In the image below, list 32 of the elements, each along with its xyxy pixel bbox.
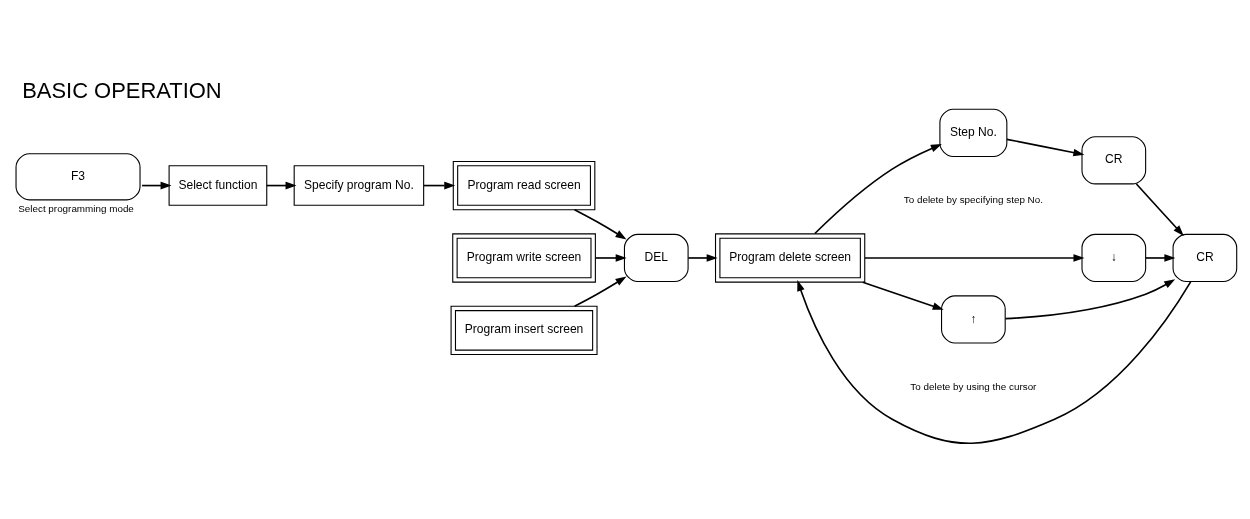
node-box: DEL <box>623 233 689 282</box>
arrow <box>1006 138 1085 156</box>
arrow <box>861 280 944 310</box>
diagram-title: BASIC OPERATION <box>22 77 222 103</box>
node-box: ↓ <box>1081 233 1147 282</box>
node-box: Program insert screen <box>450 305 598 355</box>
arrow <box>265 181 297 189</box>
label: To delete by specifying step No. <box>903 193 1043 205</box>
arrow <box>797 279 1192 444</box>
arrow <box>423 181 456 189</box>
arrow <box>573 276 627 307</box>
arrow <box>687 253 718 262</box>
arrow <box>1004 278 1176 319</box>
node-box: Program write screen <box>452 232 596 283</box>
arrow <box>141 181 172 189</box>
node-box: Program delete screen <box>714 232 866 283</box>
node-box: Step No. <box>939 108 1008 157</box>
arrow <box>594 253 627 262</box>
arrow <box>573 208 627 239</box>
node-box: F3 <box>15 152 141 200</box>
node-box: CR <box>1172 233 1238 282</box>
arrow <box>864 253 1085 262</box>
arrow <box>1135 182 1184 236</box>
arrow <box>1145 253 1176 262</box>
arrow <box>814 143 942 234</box>
node-box: Select function <box>168 164 268 206</box>
node-box: Program read screen <box>452 160 596 210</box>
node-box: Specify program No. <box>293 164 425 206</box>
label: To delete by using the cursor <box>910 380 1037 392</box>
node-box: ↑ <box>941 294 1006 344</box>
node-box: CR <box>1081 135 1147 184</box>
node-label: Select programming mode <box>18 202 134 214</box>
